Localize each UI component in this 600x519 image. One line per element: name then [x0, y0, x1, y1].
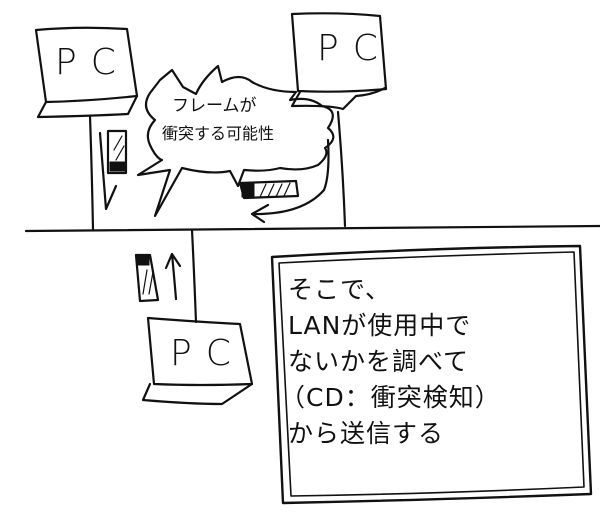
pc-bottom-drop-line	[190, 228, 198, 324]
note-line-3: ないかを調べて	[288, 347, 470, 376]
pc-top-right-drop-line	[336, 110, 347, 228]
arrow-up-icon	[164, 252, 182, 301]
pc-top-left-label: PC	[55, 42, 130, 83]
note-line-4: （CD：衝突検知）	[280, 383, 501, 412]
frame-top-right-icon	[238, 179, 300, 200]
note-line-1: そこで、	[288, 275, 392, 304]
note-text: そこで、 LANが使用中で ないかを調べて （CD：衝突検知） から送信する	[280, 272, 568, 452]
note-line-5: から送信する	[288, 419, 445, 448]
pc-bottom-label: PC	[170, 333, 245, 374]
pc-top-right-label: PC	[317, 28, 392, 69]
frame-bottom-icon	[134, 253, 160, 303]
pc-top-left-drop-line	[88, 114, 95, 232]
lan-bus-line	[24, 224, 600, 233]
note-box-border	[270, 244, 593, 505]
arrow-down-icon	[98, 131, 118, 211]
pc-bottom-icon	[141, 316, 254, 406]
collision-callout-bubble	[136, 64, 335, 218]
pc-top-left-icon	[34, 26, 139, 119]
arrow-curve-left-icon	[250, 138, 330, 224]
callout-text-line2: 衝突する可能性	[162, 124, 275, 143]
callout-text-line1: フレームが	[172, 96, 257, 116]
pc-top-right-icon	[290, 12, 388, 111]
note-line-2: LANが使用中で	[288, 311, 472, 340]
frame-top-left-icon	[106, 129, 128, 175]
